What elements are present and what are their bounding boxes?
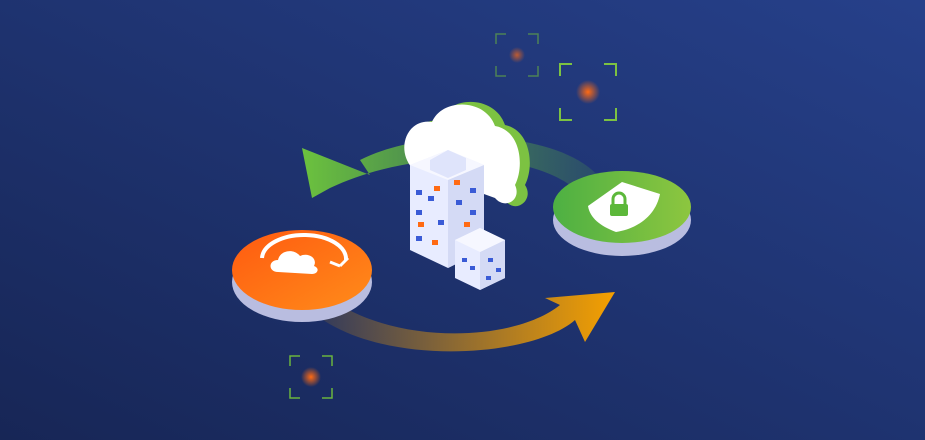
- shield-lock-icon: [588, 182, 660, 232]
- cloud-sync-disc[interactable]: [232, 230, 372, 322]
- focus-target-icon: [559, 63, 617, 121]
- glow-dot: [576, 80, 600, 104]
- cloud-sync-icon: [260, 232, 350, 274]
- building-icon: [455, 228, 505, 290]
- focus-target-icon: [289, 355, 333, 399]
- glow-dot: [301, 367, 321, 387]
- focus-target-icon: [495, 33, 539, 77]
- security-disc[interactable]: [553, 171, 691, 256]
- orange-arrow: [300, 290, 615, 352]
- cloud-icon: [404, 101, 530, 207]
